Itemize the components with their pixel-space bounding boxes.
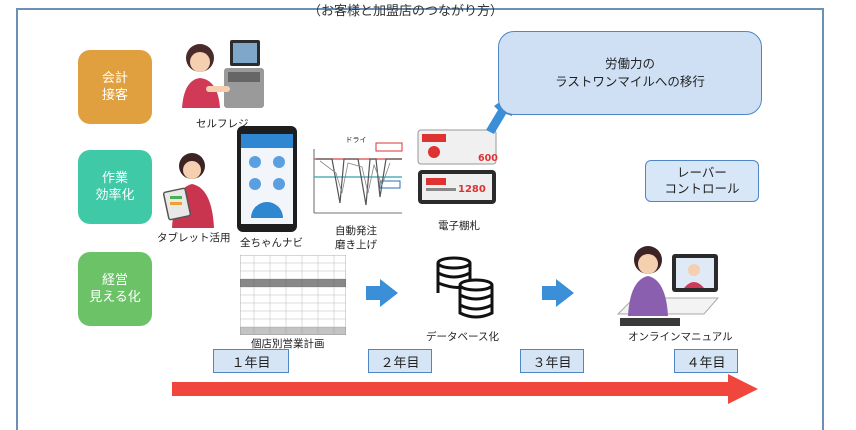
e-shelf-label-illustration [417,129,497,204]
timeline-arrow [172,374,758,404]
caption-tablet: タブレット活用 [157,232,231,244]
auto-order-chart: ドライ [306,133,406,221]
caption-auto-order: 自動発注 磨き上げ [335,225,377,251]
caption-store-plan: 個店別営業計画 [251,338,325,350]
labor-shift-bubble: 労働力の ラストワンマイルへの移行 [498,31,762,115]
top-caption: （お客様と加盟店のつながり方） [308,4,504,19]
tablet-woman-illustration [162,153,214,228]
smartphone-app-illustration [237,126,297,232]
year-2-box: ２年目 [368,349,432,373]
auto-order-chart-title: ドライ [346,136,367,144]
labor-control-box: レーバー コントロール [645,160,759,202]
self-register-illustration [182,40,264,108]
category-visibility: 経営 見える化 [78,252,152,326]
caption-self-register: セルフレジ [196,118,249,130]
diagram-frame: （お客様と加盟店のつながり方） [16,4,824,430]
online-manual-illustration [616,246,720,326]
caption-zenchan-navi: 全ちゃんナビ [240,237,303,249]
arrow-1-head [380,279,398,307]
category-accounting: 会計 接客 [78,50,152,124]
price-tag-bottom: 1280 [458,184,486,195]
year-1-box: １年目 [213,349,289,373]
arrow-2-head [556,279,574,307]
caption-database: データベース化 [426,331,499,343]
arrow-2-body [542,286,556,300]
price-tag-top: 600 [478,153,498,164]
caption-online-manual: オンラインマニュアル [628,331,733,343]
year-3-box: ３年目 [520,349,584,373]
store-plan-table [240,255,346,335]
caption-e-shelf: 電子棚札 [438,220,480,232]
arrow-1-body [366,286,380,300]
category-efficiency: 作業 効率化 [78,150,152,224]
database-icon [436,256,494,319]
year-4-box: ４年目 [674,349,738,373]
